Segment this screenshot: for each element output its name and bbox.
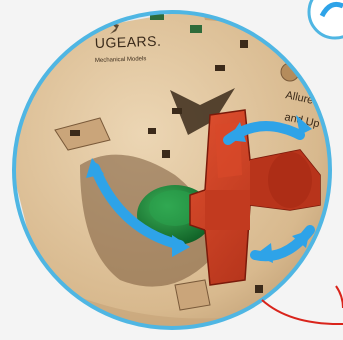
brand-name: UGEARS. (95, 33, 162, 51)
panel-slot (190, 25, 202, 33)
panel-slot (240, 40, 248, 48)
panel-slot (215, 65, 225, 71)
ratchet-piece (175, 280, 210, 310)
panel-slot (148, 128, 156, 134)
panel-slot (162, 150, 170, 158)
panel-slot (255, 285, 263, 293)
